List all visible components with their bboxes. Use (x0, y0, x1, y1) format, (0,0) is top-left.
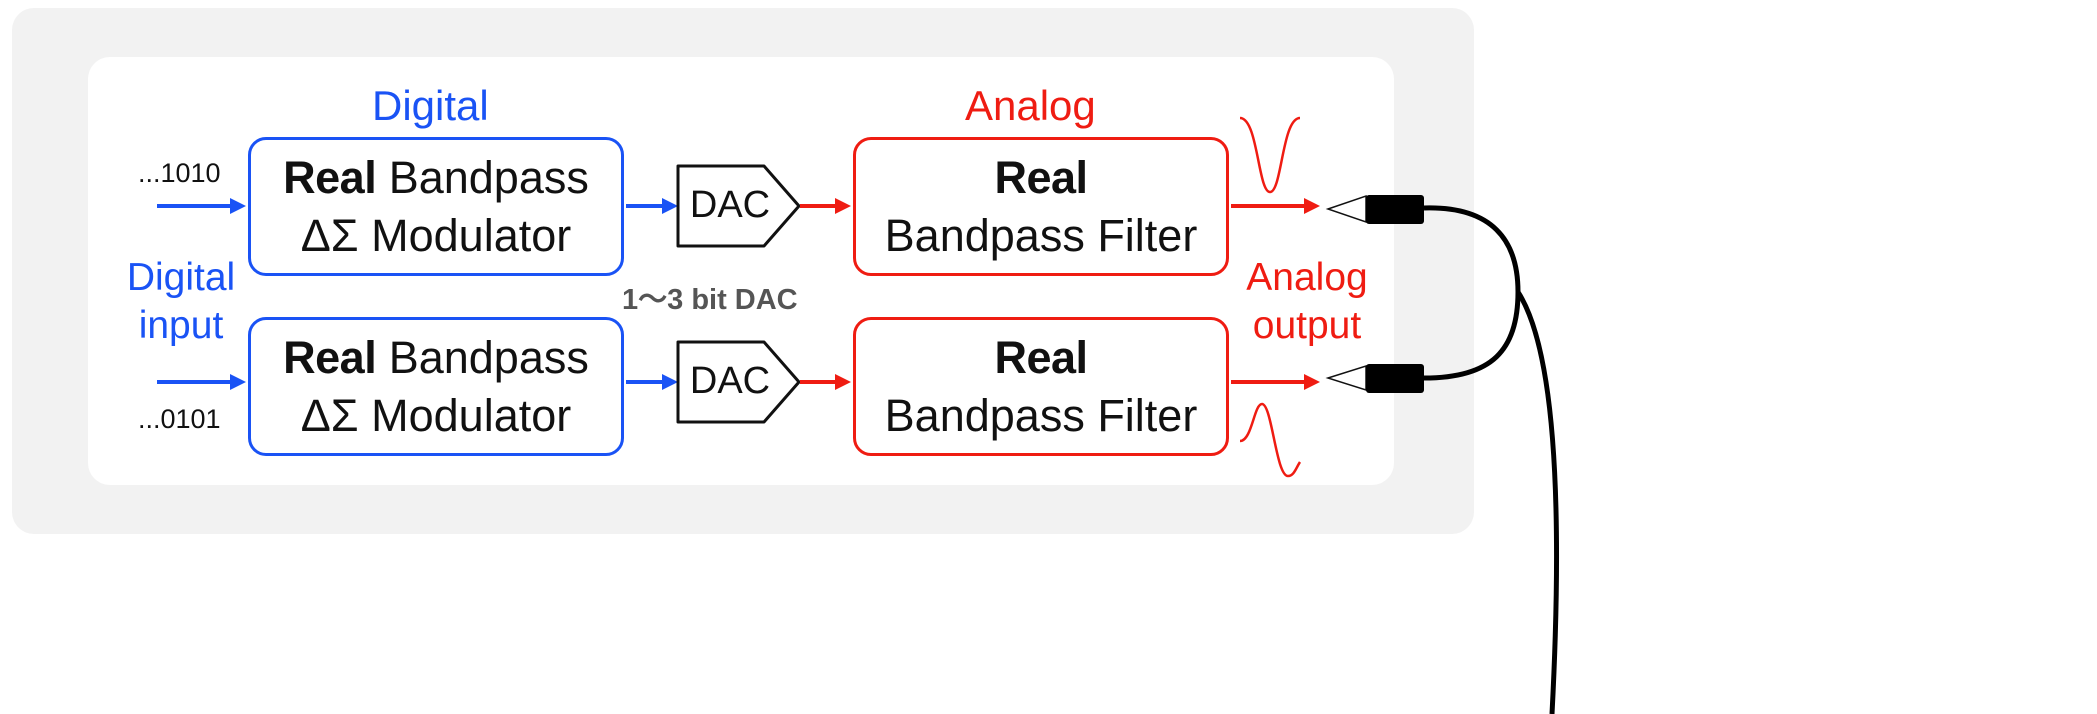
digital-input-line2: input (138, 304, 224, 347)
modulator-box-bottom: Real Bandpass ΔΣ Modulator (248, 317, 624, 456)
dac-label-bottom: DAC (689, 360, 771, 402)
connector-top (1325, 194, 1424, 224)
dac-label-top: DAC (689, 184, 771, 226)
modulator-box-top: Real Bandpass ΔΣ Modulator (248, 137, 624, 276)
dac-shape-bottom (676, 340, 801, 424)
cable-main (1515, 290, 1560, 714)
analog-output-line1: Analog (1246, 256, 1368, 299)
modulator-bottom-line1: Real Bandpass (283, 329, 589, 387)
cable-bottom (1423, 291, 1521, 381)
input-arrow-bottom (157, 374, 246, 390)
mod-to-dac-arrow-bottom (626, 374, 678, 390)
filter-bottom-line1: Real (994, 331, 1088, 383)
output-arrow-bottom (1231, 374, 1320, 390)
input-bits-bottom: ...0101 (138, 404, 221, 434)
input-arrow-top (157, 198, 246, 214)
filter-top-line2: Bandpass Filter (884, 209, 1198, 261)
digital-header: Digital (372, 82, 489, 129)
dac-caption: 1〜3 bit DAC (622, 284, 798, 316)
modulator-top-bold: Real (283, 151, 377, 203)
filter-box-bottom: Real Bandpass Filter (853, 317, 1229, 456)
filter-bottom-line2: Bandpass Filter (884, 389, 1198, 441)
dac-to-filter-arrow-bottom (800, 374, 851, 390)
output-arrow-top (1231, 198, 1320, 214)
waveform-bottom (1239, 402, 1302, 478)
waveform-top (1239, 116, 1301, 194)
analog-header: Analog (965, 82, 1096, 129)
filter-box-top: Real Bandpass Filter (853, 137, 1229, 276)
digital-input-label: Digital input (106, 254, 256, 350)
modulator-top-line2: ΔΣ Modulator (300, 209, 572, 261)
analog-output-line2: output (1252, 304, 1362, 347)
modulator-bottom-rest: Bandpass (376, 331, 589, 383)
modulator-bottom-bold: Real (283, 331, 377, 383)
modulator-bottom-line2: ΔΣ Modulator (300, 389, 572, 441)
connector-bottom (1325, 364, 1424, 393)
input-bits-top: ...1010 (138, 158, 221, 188)
analog-output-label: Analog output (1232, 254, 1382, 350)
cable-top (1423, 205, 1521, 293)
filter-top-line1: Real (994, 151, 1088, 203)
dac-shape-top (676, 164, 801, 248)
mod-to-dac-arrow-top (626, 198, 678, 214)
modulator-top-rest: Bandpass (376, 151, 589, 203)
modulator-top-line1: Real Bandpass (283, 149, 589, 207)
dac-to-filter-arrow-top (800, 198, 851, 214)
digital-input-line1: Digital (126, 256, 236, 299)
